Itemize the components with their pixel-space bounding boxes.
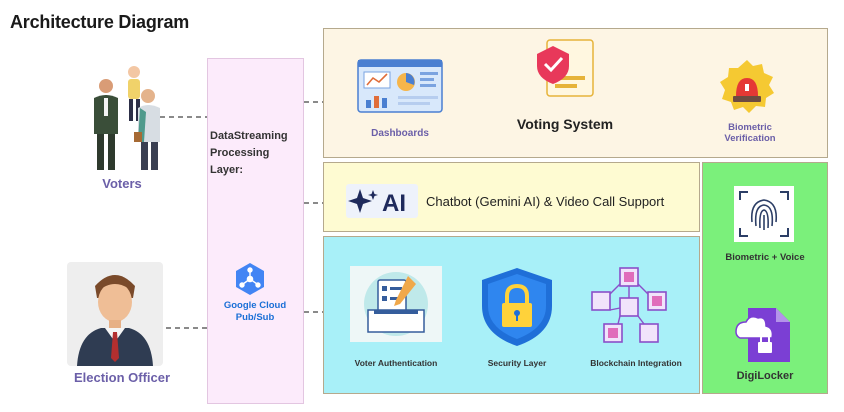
pubsub-line-2: Pub/Sub <box>235 312 275 323</box>
pubsub-line-1: Google Cloud <box>223 300 287 311</box>
diagram-title: Architecture Diagram <box>10 12 190 32</box>
ai-sparkle-icon: AI <box>346 184 418 218</box>
streaming-line-2: Processing <box>210 147 270 159</box>
biometric-line-1: Biometric <box>728 122 772 133</box>
biometric-line-2: Verification <box>724 133 776 144</box>
pubsub-label: Google Cloud Pub/Sub <box>210 300 300 324</box>
digilocker-label: DigiLocker <box>736 370 794 382</box>
dashboard-icon <box>357 59 443 113</box>
alarm-light-icon <box>720 60 774 113</box>
voter-authentication-label: Voter Authentication <box>354 358 438 368</box>
data-streaming-layer <box>207 58 304 404</box>
pubsub-icon <box>236 263 264 295</box>
blockchain-integration-label: Blockchain Integration <box>590 358 682 368</box>
election-officer-label: Election Officer <box>73 370 171 385</box>
dashboards-label: Dashboards <box>371 128 429 139</box>
streaming-line-1: DataStreaming <box>210 130 288 142</box>
digilocker-folder-icon <box>735 308 790 362</box>
padlock-shield-icon <box>482 268 552 346</box>
voting-system-label: Voting System <box>516 116 614 132</box>
streaming-line-3: Layer: <box>210 164 244 176</box>
blockchain-cubes-icon <box>591 267 667 343</box>
voters-group-icon <box>94 66 160 170</box>
security-layer-label: Security Layer <box>487 358 547 368</box>
biometric-verification-label: Biometric Verification <box>700 122 800 144</box>
chatbot-label: Chatbot (Gemini AI) & Video Call Support <box>426 194 665 209</box>
ballot-box-icon <box>350 266 442 342</box>
streaming-layer-title: DataStreaming Processing Layer: <box>210 128 302 179</box>
ballot-check-icon <box>537 39 594 97</box>
biometric-voice-label: Biometric + Voice <box>725 252 805 263</box>
election-officer-icon <box>67 262 163 366</box>
ai-text: AI <box>382 190 406 217</box>
voters-label: Voters <box>102 176 142 191</box>
fingerprint-icon <box>734 186 794 242</box>
